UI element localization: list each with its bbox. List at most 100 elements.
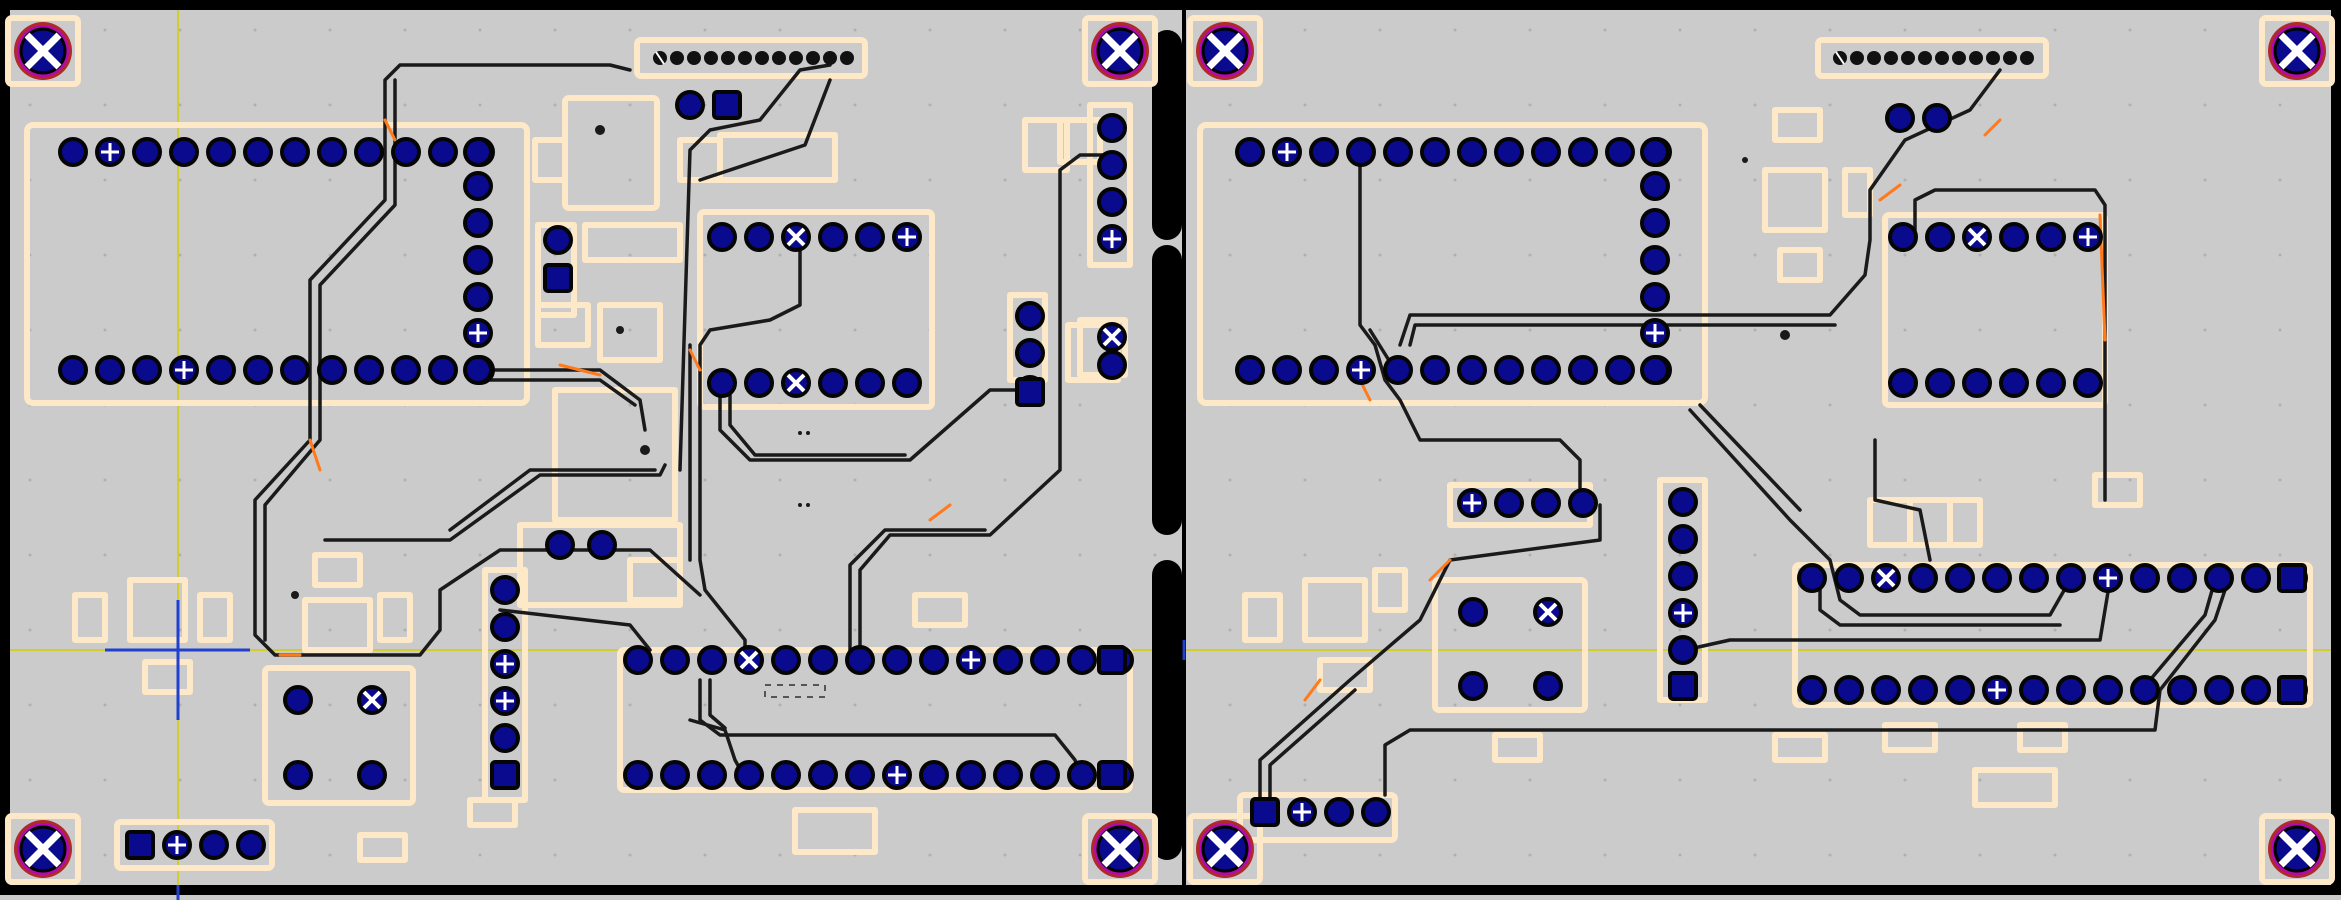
plus-pad-icon[interactable] bbox=[1272, 137, 1302, 167]
pad-icon[interactable] bbox=[818, 368, 848, 398]
plus-pad-icon[interactable] bbox=[1457, 488, 1487, 518]
mounting-hole-icon[interactable] bbox=[14, 820, 72, 878]
pad-icon[interactable] bbox=[132, 137, 162, 167]
pad-icon[interactable] bbox=[587, 530, 617, 560]
pad-icon[interactable] bbox=[1922, 103, 1952, 133]
pad-icon[interactable] bbox=[1999, 222, 2029, 252]
pad-icon[interactable] bbox=[283, 685, 313, 715]
pad-icon[interactable] bbox=[1494, 137, 1524, 167]
pad-icon[interactable] bbox=[707, 222, 737, 252]
pad-icon[interactable] bbox=[1945, 675, 1975, 705]
pad-icon[interactable] bbox=[490, 612, 520, 642]
pad-icon[interactable] bbox=[283, 760, 313, 790]
pad-icon[interactable] bbox=[919, 760, 949, 790]
square-pad-icon[interactable] bbox=[1250, 797, 1280, 827]
mounting-hole-icon[interactable] bbox=[1196, 820, 1254, 878]
pad-icon[interactable] bbox=[1945, 563, 1975, 593]
pad-icon[interactable] bbox=[2036, 368, 2066, 398]
pad-icon[interactable] bbox=[1457, 137, 1487, 167]
pad-icon[interactable] bbox=[919, 645, 949, 675]
pad-icon[interactable] bbox=[993, 760, 1023, 790]
pad-icon[interactable] bbox=[463, 245, 493, 275]
pad-icon[interactable] bbox=[1834, 563, 1864, 593]
pad-icon[interactable] bbox=[463, 355, 493, 385]
mounting-hole-icon[interactable] bbox=[1196, 22, 1254, 80]
pad-icon[interactable] bbox=[707, 368, 737, 398]
plus-pad-icon[interactable] bbox=[1097, 224, 1127, 254]
pad-icon[interactable] bbox=[317, 137, 347, 167]
pad-icon[interactable] bbox=[169, 137, 199, 167]
pad-icon[interactable] bbox=[2130, 675, 2160, 705]
pad-icon[interactable] bbox=[1640, 355, 1670, 385]
pad-icon[interactable] bbox=[95, 355, 125, 385]
pad-icon[interactable] bbox=[675, 90, 705, 120]
pad-icon[interactable] bbox=[1015, 338, 1045, 368]
plus-pad-icon[interactable] bbox=[882, 760, 912, 790]
pad-icon[interactable] bbox=[2093, 675, 2123, 705]
pad-icon[interactable] bbox=[2204, 675, 2234, 705]
pad-icon[interactable] bbox=[623, 760, 653, 790]
pad-icon[interactable] bbox=[1888, 222, 1918, 252]
pad-icon[interactable] bbox=[1458, 671, 1488, 701]
pad-icon[interactable] bbox=[1309, 137, 1339, 167]
plus-pad-icon[interactable] bbox=[1287, 797, 1317, 827]
pad-icon[interactable] bbox=[1668, 561, 1698, 591]
pad-icon[interactable] bbox=[845, 645, 875, 675]
pad-icon[interactable] bbox=[236, 830, 266, 860]
plus-pad-icon[interactable] bbox=[490, 649, 520, 679]
pad-icon[interactable] bbox=[1605, 137, 1635, 167]
pad-icon[interactable] bbox=[1383, 137, 1413, 167]
pad-icon[interactable] bbox=[1097, 350, 1127, 380]
pad-icon[interactable] bbox=[428, 137, 458, 167]
pad-icon[interactable] bbox=[1982, 563, 2012, 593]
pad-icon[interactable] bbox=[243, 137, 273, 167]
pad-icon[interactable] bbox=[1015, 301, 1045, 331]
square-pad-icon[interactable] bbox=[543, 263, 573, 293]
plus-pad-icon[interactable] bbox=[463, 318, 493, 348]
plus-pad-icon[interactable] bbox=[2093, 563, 2123, 593]
pad-icon[interactable] bbox=[1030, 645, 1060, 675]
pad-icon[interactable] bbox=[1640, 282, 1670, 312]
pad-icon[interactable] bbox=[660, 760, 690, 790]
pad-icon[interactable] bbox=[1235, 355, 1265, 385]
pad-icon[interactable] bbox=[1097, 150, 1127, 180]
pad-icon[interactable] bbox=[2036, 222, 2066, 252]
pad-icon[interactable] bbox=[2130, 563, 2160, 593]
x-pad-icon[interactable] bbox=[781, 222, 811, 252]
pad-icon[interactable] bbox=[1640, 171, 1670, 201]
pad-icon[interactable] bbox=[1999, 368, 2029, 398]
pad-icon[interactable] bbox=[956, 760, 986, 790]
pad-icon[interactable] bbox=[771, 645, 801, 675]
pad-icon[interactable] bbox=[1605, 355, 1635, 385]
pad-icon[interactable] bbox=[892, 368, 922, 398]
pad-icon[interactable] bbox=[354, 137, 384, 167]
plus-pad-icon[interactable] bbox=[956, 645, 986, 675]
pad-icon[interactable] bbox=[1458, 597, 1488, 627]
square-pad-icon[interactable] bbox=[1015, 377, 1045, 407]
x-pad-icon[interactable] bbox=[734, 645, 764, 675]
pad-icon[interactable] bbox=[58, 137, 88, 167]
pad-icon[interactable] bbox=[734, 760, 764, 790]
pad-icon[interactable] bbox=[660, 645, 690, 675]
plus-pad-icon[interactable] bbox=[490, 686, 520, 716]
plus-pad-icon[interactable] bbox=[169, 355, 199, 385]
pad-icon[interactable] bbox=[1457, 355, 1487, 385]
pad-icon[interactable] bbox=[1640, 137, 1670, 167]
pad-icon[interactable] bbox=[1272, 355, 1302, 385]
x-pad-icon[interactable] bbox=[781, 368, 811, 398]
pad-icon[interactable] bbox=[243, 355, 273, 385]
pad-icon[interactable] bbox=[357, 760, 387, 790]
plus-pad-icon[interactable] bbox=[1668, 598, 1698, 628]
mounting-hole-icon[interactable] bbox=[1091, 22, 1149, 80]
pad-icon[interactable] bbox=[697, 645, 727, 675]
mounting-hole-icon[interactable] bbox=[2268, 820, 2326, 878]
pad-icon[interactable] bbox=[58, 355, 88, 385]
pad-icon[interactable] bbox=[463, 282, 493, 312]
pad-icon[interactable] bbox=[1531, 355, 1561, 385]
pad-icon[interactable] bbox=[1346, 137, 1376, 167]
pad-icon[interactable] bbox=[2056, 563, 2086, 593]
pad-icon[interactable] bbox=[2204, 563, 2234, 593]
square-pad-icon[interactable] bbox=[1668, 671, 1698, 701]
pad-icon[interactable] bbox=[697, 760, 727, 790]
